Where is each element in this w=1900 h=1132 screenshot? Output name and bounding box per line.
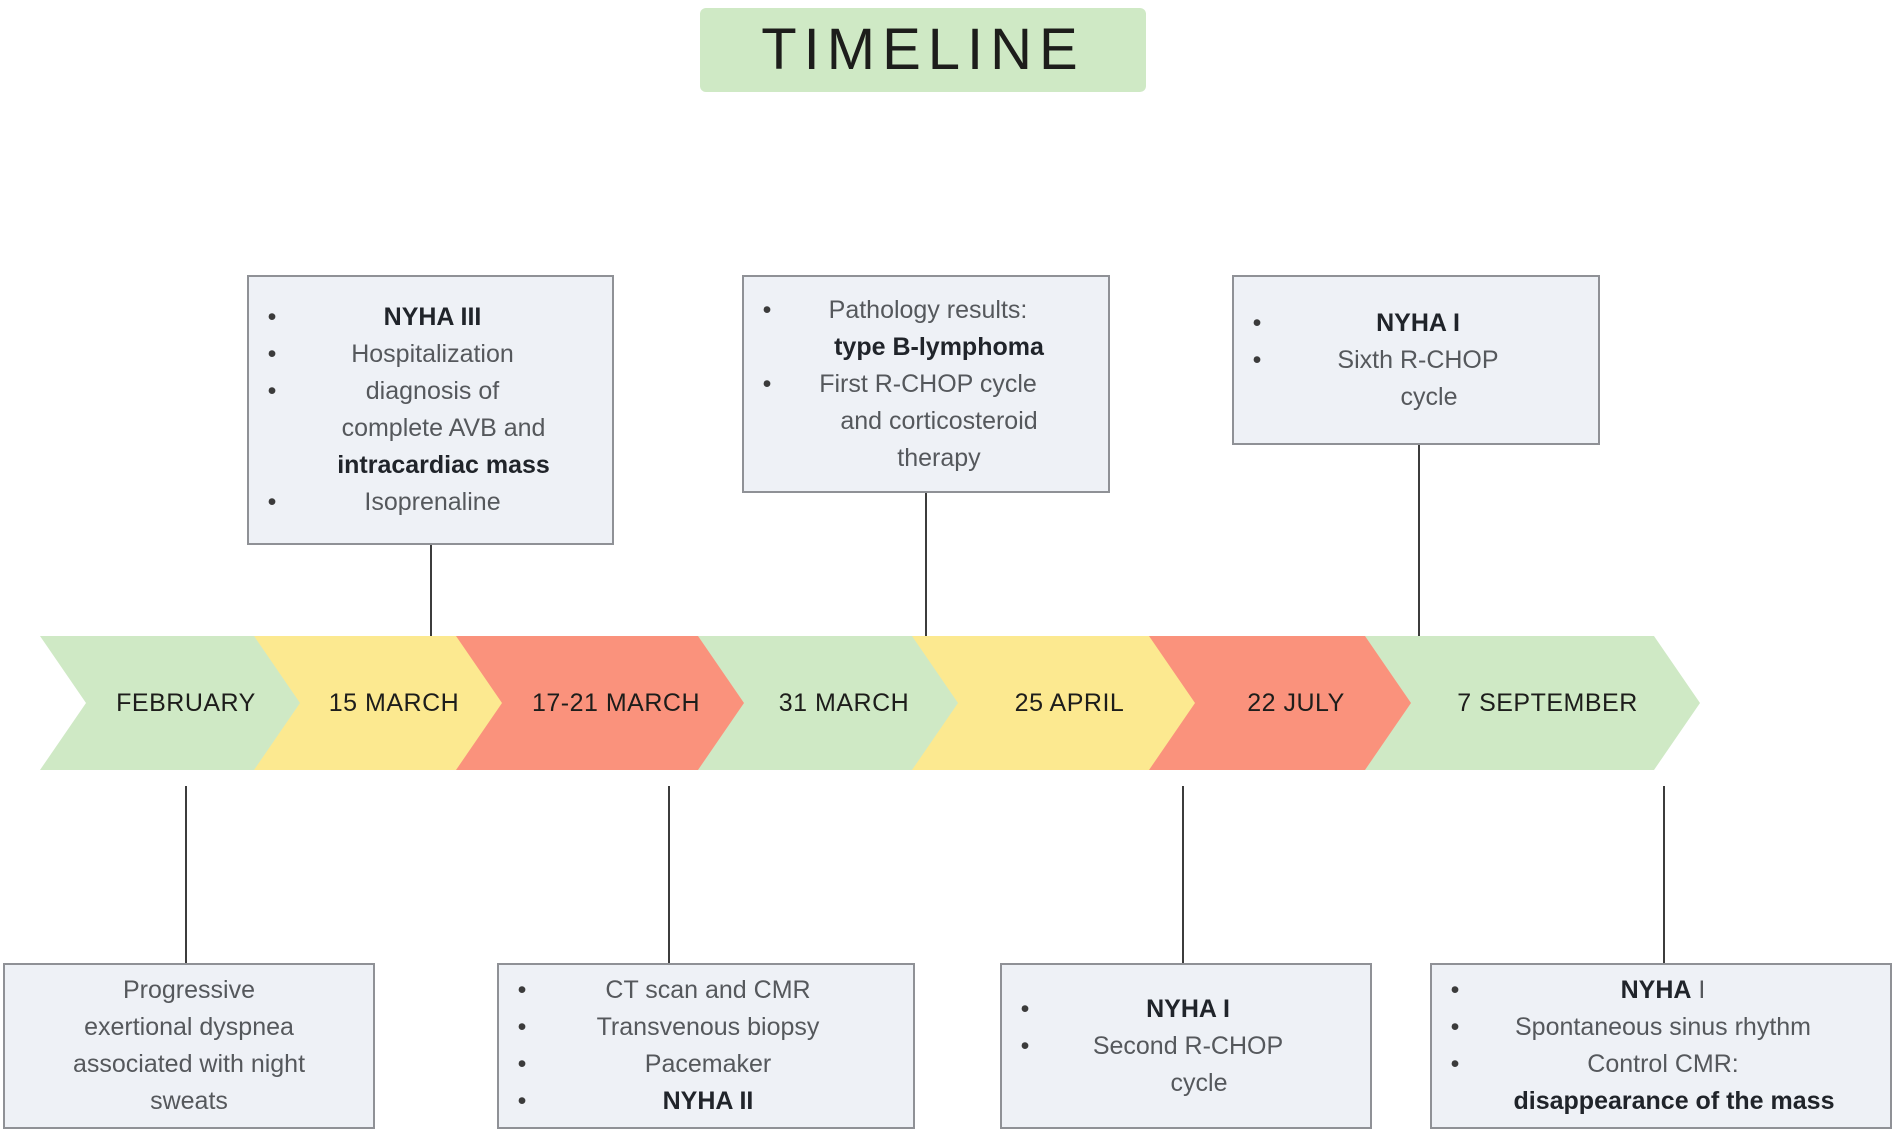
bullet-item: • Pathology results:: [754, 292, 1098, 329]
bullet-item: • CT scan and CMR: [509, 972, 903, 1009]
bullet-dot-icon: •: [517, 1013, 527, 1041]
bullet-dot-icon: •: [517, 976, 527, 1004]
timeline-step-1[interactable]: FEBRUARY: [40, 636, 302, 770]
bullet-item: • diagnosis of: [259, 373, 602, 410]
bullet-label: therapy: [897, 443, 981, 472]
bottom-info-box-3[interactable]: • NYHA I • Second R-CHOP •cycle: [1000, 963, 1372, 1129]
timeline-step-label: 15 MARCH: [328, 688, 460, 717]
bullet-continuation: •complete AVB and: [259, 410, 602, 447]
bullet-continuation: •type B-lymphoma: [754, 329, 1098, 366]
bottom-info-box-connector-3: [1182, 786, 1184, 963]
bullet-label: cycle: [1400, 382, 1458, 411]
bullet-dot-icon: •: [267, 377, 277, 405]
timeline-step-label: 17-21 MARCH: [531, 688, 701, 717]
bullet-label: Second R-CHOP: [1092, 1031, 1284, 1060]
bullet-continuation: •cycle: [1244, 379, 1588, 416]
bullet-label: Transvenous biopsy: [596, 1013, 820, 1041]
bullet-item: • Pacemaker: [509, 1046, 903, 1083]
page-title: TIMELINE: [761, 17, 1085, 82]
bullet-label: NYHA III: [383, 303, 482, 331]
timeline-title-banner: TIMELINE: [700, 8, 1146, 92]
bottom-info-box-2[interactable]: • CT scan and CMR • Transvenous biopsy • Pace…: [497, 963, 915, 1129]
top-info-box-1[interactable]: •NYHA III•Hospitalization•diagnosis of•c…: [247, 275, 614, 545]
bullet-continuation: •cycle: [1012, 1065, 1360, 1102]
bullet-label: cycle: [1170, 1068, 1228, 1097]
bullet-label: disappearance of the mass: [1513, 1087, 1835, 1115]
bullet-item: • NYHA I: [1012, 991, 1360, 1028]
bullet-label: diagnosis of: [365, 377, 500, 405]
bullet-item: • Isoprenaline: [259, 484, 602, 521]
bullet-dot-icon: •: [1450, 1050, 1460, 1078]
bullet-label: Pathology results:: [828, 295, 1028, 324]
bullet-item: • Hospitalization: [259, 336, 602, 373]
timeline-step-label: 22 JULY: [1247, 688, 1345, 717]
bullet-item: • Transvenous biopsy: [509, 1009, 903, 1046]
bullet-continuation: •therapy: [754, 440, 1098, 477]
bullet-label: and corticosteroid: [840, 406, 1038, 435]
bullet-item: • Control CMR:: [1442, 1046, 1880, 1083]
bullet-item: • Sixth R-CHOP: [1244, 342, 1588, 379]
top-info-box-connector-3: [1418, 445, 1420, 637]
bottom-info-box-4[interactable]: • NYHA I • Spontaneous sinus rhythm • Control…: [1430, 963, 1892, 1129]
bullet-label: Pacemaker: [644, 1050, 772, 1078]
bullet-label: Isoprenaline: [364, 488, 501, 516]
bullet-label: First R-CHOP cycle: [819, 369, 1037, 398]
timeline-step-7[interactable]: 7 SEPTEMBER: [1365, 636, 1700, 770]
bullet-item: • NYHA I: [1442, 972, 1880, 1009]
bullet-label: intracardiac mass: [337, 451, 550, 479]
info-line: Progressive: [123, 976, 255, 1004]
top-info-box-2[interactable]: • Pathology results: •type B-lymphoma • Firs…: [742, 275, 1110, 493]
bottom-info-box-connector-4: [1663, 786, 1665, 963]
top-info-box-connector-1: [430, 545, 432, 637]
bullet-dot-icon: •: [517, 1087, 527, 1115]
timeline-step-label: FEBRUARY: [116, 688, 256, 717]
bullet-continuation: •disappearance of the mass: [1442, 1083, 1880, 1120]
bullet-label: type B-lymphoma: [834, 332, 1044, 361]
bottom-info-box-connector-1: [185, 786, 187, 963]
timeline-step-5[interactable]: 25 APRIL: [912, 636, 1197, 770]
bullet-item: • Second R-CHOP: [1012, 1028, 1360, 1065]
bullet-dot-icon: •: [267, 303, 277, 331]
bullet-label: Sixth R-CHOP: [1337, 345, 1499, 374]
bullet-dot-icon: •: [267, 488, 277, 516]
bullet-label: NYHA II: [662, 1087, 754, 1115]
bullet-label: Spontaneous sinus rhythm: [1514, 1013, 1811, 1041]
bullet-dot-icon: •: [1450, 976, 1460, 1004]
top-info-box-3[interactable]: • NYHA I • Sixth R-CHOP •cycle: [1232, 275, 1600, 445]
bullet-item: • First R-CHOP cycle: [754, 366, 1098, 403]
timeline-step-label: 31 MARCH: [778, 688, 910, 717]
bottom-info-box-1[interactable]: Progressive exertional dyspnea associated …: [3, 963, 375, 1129]
bullet-label: Hospitalization: [351, 340, 514, 368]
timeline-step-label: 7 SEPTEMBER: [1457, 688, 1638, 717]
bullet-item: • Spontaneous sinus rhythm: [1442, 1009, 1880, 1046]
bullet-label: complete AVB and: [341, 414, 546, 442]
bullet-item: • NYHA I: [1244, 305, 1588, 342]
bullet-dot-icon: •: [1252, 345, 1262, 374]
bullet-item: • NYHA II: [509, 1083, 903, 1120]
bullet-label: NYHA I: [1376, 308, 1460, 337]
bottom-info-box-connector-2: [668, 786, 670, 963]
bullet-item: • NYHA III: [259, 299, 602, 336]
info-line: associated with night: [72, 1050, 306, 1078]
bullet-continuation: •and corticosteroid: [754, 403, 1098, 440]
bullet-dot-icon: •: [762, 295, 772, 324]
bullet-dot-icon: •: [1020, 994, 1030, 1023]
bullet-dot-icon: •: [1252, 308, 1262, 337]
bullet-continuation: •intracardiac mass: [259, 447, 602, 484]
timeline-step-3[interactable]: 17-21 MARCH: [456, 636, 746, 770]
bullet-label: NYHA I: [1620, 976, 1706, 1004]
bullet-label: Control CMR:: [1587, 1050, 1739, 1078]
bullet-dot-icon: •: [267, 340, 277, 368]
timeline-step-label: 25 APRIL: [1014, 688, 1125, 717]
info-line: sweats: [150, 1087, 228, 1115]
top-info-box-connector-2: [925, 493, 927, 637]
info-line: exertional dyspnea: [84, 1013, 294, 1041]
bullet-label: NYHA I: [1146, 994, 1230, 1023]
bullet-dot-icon: •: [517, 1050, 527, 1078]
bullet-label: CT scan and CMR: [605, 976, 811, 1004]
bullet-dot-icon: •: [1020, 1031, 1030, 1060]
bullet-dot-icon: •: [1450, 1013, 1460, 1041]
bullet-dot-icon: •: [762, 369, 772, 398]
